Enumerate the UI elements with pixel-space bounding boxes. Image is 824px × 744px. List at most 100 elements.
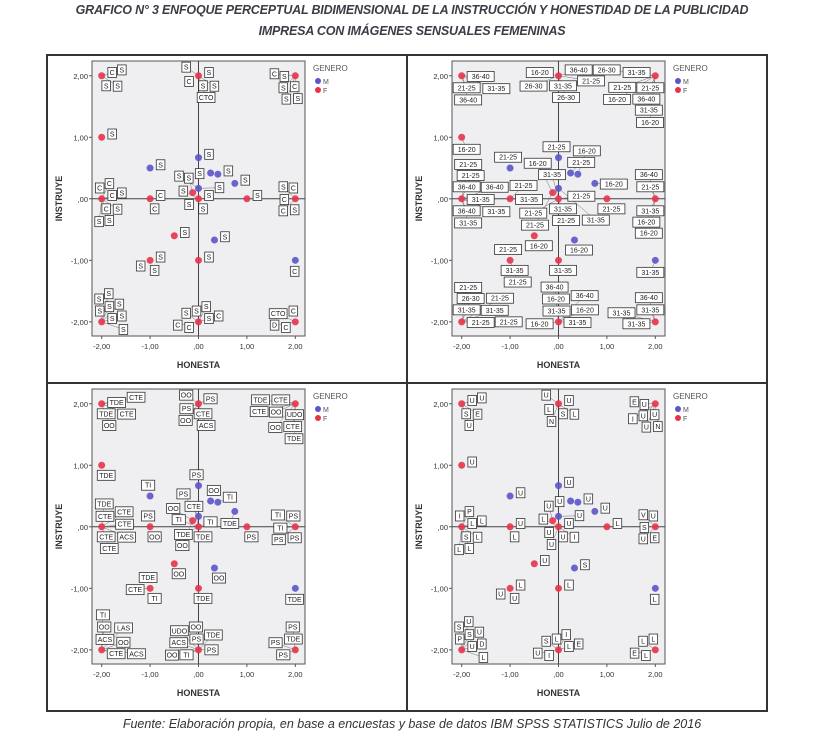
point-label: C (291, 309, 296, 316)
x-tick-label: -1,00 (142, 342, 159, 351)
x-tick-label: ,00 (553, 342, 563, 351)
data-point (555, 400, 562, 408)
point-label-box (278, 82, 288, 94)
point-label-box (452, 304, 481, 316)
legend-marker-m (315, 78, 321, 84)
point-label: U (566, 521, 571, 528)
point-label-box (454, 94, 483, 106)
point-label: S (194, 309, 199, 316)
point-label: S (184, 311, 189, 318)
point-label-box (456, 170, 485, 181)
points-layer (98, 72, 299, 326)
data-point (170, 232, 178, 240)
data-point (574, 498, 582, 506)
point-label-box (285, 621, 300, 633)
point-label-box (97, 621, 112, 633)
point-label: 21-25 (462, 173, 480, 180)
data-point (195, 72, 202, 80)
x-axis-title: HONESTA (177, 688, 221, 698)
point-label: TI (176, 517, 182, 524)
point-label-box (454, 544, 464, 556)
point-label: CTE (102, 546, 116, 553)
point-label: PS (207, 647, 217, 654)
point-label: ACS (98, 637, 113, 644)
point-label-box (452, 205, 481, 217)
point-label: 36-40 (458, 184, 476, 191)
source-footer: Fuente: Elaboración propia, en base a en… (122, 717, 702, 731)
point-label-box (268, 422, 283, 433)
x-axis-title: HONESTA (177, 360, 221, 370)
x-tick-label: -2,00 (453, 670, 470, 679)
point-label: 21-25 (499, 155, 517, 162)
legend-label-f: F (683, 88, 687, 95)
data-point (549, 517, 557, 525)
point-label-box (549, 264, 577, 276)
point-label-box (189, 633, 204, 645)
point-label-box (188, 621, 203, 633)
point-label: C (281, 208, 286, 215)
data-point (195, 184, 202, 192)
point-label-box (193, 592, 213, 604)
point-label: TI (277, 526, 283, 533)
point-label: U (467, 423, 472, 430)
point-label: TI (151, 596, 157, 603)
point-label: S (201, 83, 206, 90)
point-label-box (525, 67, 554, 78)
point-label-box (107, 128, 117, 140)
point-label-box (155, 159, 166, 171)
point-label-box (285, 593, 304, 605)
point-label-box (567, 190, 596, 202)
point-label-box (509, 592, 520, 604)
y-tick-label: -1,00 (431, 584, 448, 593)
point-label-box (166, 503, 181, 514)
point-label-box (546, 416, 557, 427)
point-label-box (107, 67, 117, 78)
point-label: S (138, 264, 143, 271)
point-label-box (648, 633, 659, 645)
y-tick-label: 1,00 (73, 133, 88, 142)
data-point (291, 584, 299, 592)
point-label-box (204, 313, 214, 324)
data-point (651, 256, 659, 264)
point-label-box (554, 496, 565, 508)
point-label: 31-35 (486, 308, 504, 315)
point-label: 31-35 (569, 320, 587, 327)
points-layer (458, 400, 659, 654)
point-label: 21-25 (524, 211, 542, 218)
point-label-box (577, 75, 605, 87)
point-label-box (472, 531, 483, 543)
point-label: 31-35 (640, 108, 658, 115)
data-point (458, 72, 466, 80)
point-label-box (649, 532, 660, 544)
point-label: 31-35 (641, 270, 659, 277)
point-label: CTE (117, 509, 131, 516)
point-label: I (565, 632, 567, 639)
point-label: S (282, 74, 287, 81)
data-point (291, 195, 299, 203)
data-point (458, 133, 466, 141)
point-label-box (222, 491, 237, 503)
y-tick-label: ,00 (438, 195, 448, 204)
point-label: U (603, 506, 608, 513)
point-label: S (467, 632, 472, 639)
legend-label-m: M (683, 407, 689, 414)
data-point (591, 507, 599, 515)
point-label: S (457, 624, 462, 631)
point-label: PS (143, 513, 153, 520)
data-point (458, 646, 466, 654)
point-label: CTE (286, 424, 300, 431)
point-label: OO (104, 423, 115, 430)
point-label: PS (182, 406, 192, 413)
y-tick-label: -2,00 (431, 318, 448, 327)
point-label-box (289, 81, 300, 93)
point-label-box (467, 641, 477, 652)
point-label-box (285, 409, 304, 421)
point-label: S (197, 171, 202, 178)
point-label: L (513, 534, 517, 541)
point-label: 21-25 (491, 296, 509, 303)
point-label-box (96, 531, 116, 543)
point-label: 31-35 (587, 218, 605, 225)
point-label-box (184, 76, 194, 87)
data-point (567, 497, 575, 505)
